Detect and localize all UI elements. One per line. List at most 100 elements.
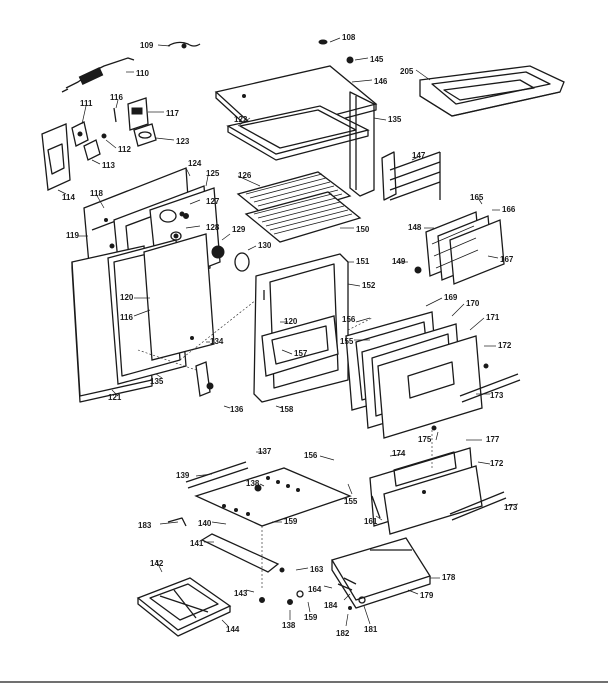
hardware-184-part [337, 577, 357, 591]
part-label: 119 [66, 231, 79, 240]
part-label: 125 [206, 169, 220, 178]
part-label: 155 [340, 337, 354, 346]
part-label: 166 [502, 205, 516, 214]
part-label: 144 [226, 625, 240, 634]
rear-panel-134-part [143, 233, 215, 361]
part-label: 205 [400, 67, 414, 76]
part-label: 124 [188, 159, 202, 168]
part-label: 152 [362, 281, 376, 290]
part-label: 130 [258, 241, 272, 250]
part-label: 112 [118, 145, 131, 154]
bracket-113-part [83, 139, 101, 161]
part-label: 128 [206, 223, 220, 232]
part-label: 129 [232, 225, 246, 234]
part-label: 118 [90, 189, 103, 198]
part-label: 147 [412, 151, 426, 160]
part-label: 120 [284, 317, 298, 326]
part-label: 169 [444, 293, 458, 302]
bracket-117-part [127, 97, 149, 131]
part-label: 161 [364, 517, 378, 526]
bracket-161-part [371, 495, 381, 519]
part-label: 135 [388, 115, 402, 124]
hardware-159b-part [296, 590, 304, 598]
part-label: 120 [120, 293, 134, 302]
part-label: 123 [176, 137, 190, 146]
part-label: 159 [304, 613, 318, 622]
part-label: 182 [336, 629, 350, 638]
knob-129-part [211, 245, 225, 259]
rail-141-part [200, 533, 280, 573]
bracket-111-part [71, 121, 89, 147]
leader-lines [57, 37, 519, 627]
part-label: 142 [150, 559, 164, 568]
broiler-pan-part [419, 65, 565, 117]
part-label: 145 [370, 55, 384, 64]
screw-112-part [101, 133, 107, 139]
part-label: 155 [344, 497, 358, 506]
part-number-labels: 109 110 108 145 205 146 111 116 117 112 … [62, 33, 518, 638]
part-label: 156 [304, 451, 318, 460]
part-label: 117 [166, 109, 179, 118]
wire-rack-147-part [381, 151, 441, 201]
fastener-127-part [183, 213, 189, 219]
control-panel-137-part [194, 467, 352, 527]
igniter-harness-part [61, 57, 135, 93]
screw-143-part [259, 597, 265, 603]
hardware-138b-part [287, 599, 293, 605]
part-label: 134 [210, 337, 224, 346]
assembly-line [179, 299, 257, 361]
part-label: 108 [342, 33, 356, 42]
part-label: 165 [470, 193, 484, 202]
part-label: 174 [392, 449, 406, 458]
assembly-line [347, 317, 373, 331]
part-label: 184 [324, 601, 338, 610]
part-label: 140 [198, 519, 212, 528]
drawer-handle-173b-part [449, 491, 507, 521]
part-label: 177 [486, 435, 500, 444]
part-label: 135 [150, 377, 164, 386]
part-label: 173 [490, 391, 504, 400]
part-label: 173 [504, 503, 518, 512]
part-label: 157 [294, 349, 308, 358]
part-label: 114 [62, 193, 75, 202]
part-label: 148 [408, 223, 422, 232]
part-label: 111 [80, 99, 93, 108]
hinge-136-part [195, 361, 214, 397]
part-label: 178 [442, 573, 456, 582]
burner-assembly-part [425, 211, 505, 285]
knob-138-part [254, 484, 262, 492]
storage-drawer-178-part [331, 537, 431, 609]
oven-rack-150-part [244, 191, 362, 243]
clip-145-part [346, 56, 354, 64]
part-label: 110 [136, 69, 149, 78]
clip-116-part [113, 107, 117, 123]
part-label: 141 [190, 539, 204, 548]
part-label: 139 [176, 471, 190, 480]
lamp-130-part [234, 252, 250, 272]
door-handle-173-part [459, 363, 521, 403]
screw-108-part [318, 39, 328, 45]
part-label: 121 [108, 393, 122, 402]
part-label: 143 [234, 589, 248, 598]
part-label: 164 [308, 585, 322, 594]
part-label: 127 [206, 197, 220, 206]
rail-139-part [185, 461, 249, 489]
part-label: 172 [490, 459, 504, 468]
part-label: 138 [246, 479, 260, 488]
part-label: 113 [102, 161, 115, 170]
part-label: 179 [420, 591, 434, 600]
part-label: 150 [356, 225, 370, 234]
clip-183-part [167, 517, 187, 527]
part-label: 163 [310, 565, 324, 574]
part-label: 116 [120, 313, 133, 322]
part-label: 109 [140, 41, 154, 50]
part-label: 170 [466, 299, 480, 308]
part-label: 172 [498, 341, 512, 350]
part-label: 122 [234, 115, 248, 124]
fastener-128-part [173, 233, 179, 239]
part-label: 136 [230, 405, 244, 414]
part-label: 175 [418, 435, 432, 444]
oven-window-157-part [261, 315, 339, 377]
part-label: 137 [258, 447, 272, 456]
